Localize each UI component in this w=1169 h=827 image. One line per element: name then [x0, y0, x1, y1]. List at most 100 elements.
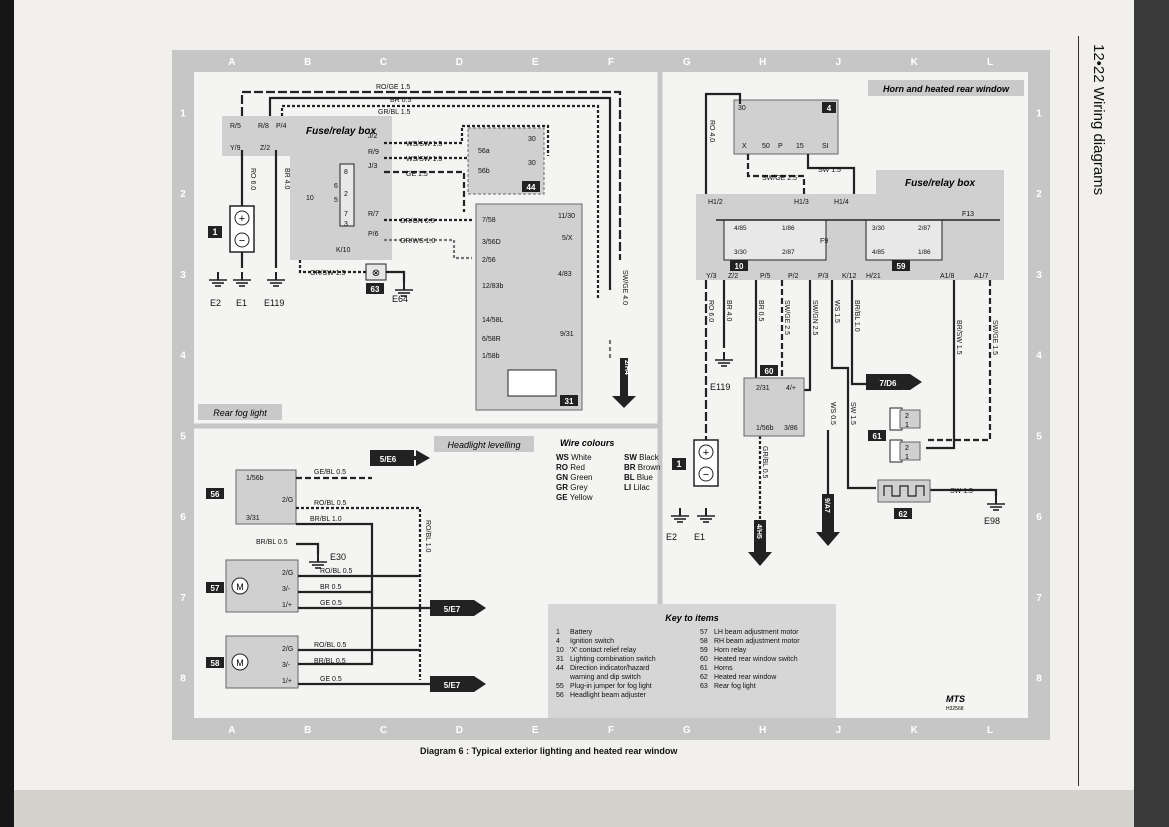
badge-60-box [760, 365, 778, 376]
label-sw-ge-2-5-top: SW/GE 2.5 [762, 175, 797, 182]
grid-row-right-8: 8 [1036, 674, 1042, 685]
sw31-pin-6-58r: 6/58R [482, 336, 501, 343]
ground-icon-e119-r [715, 352, 733, 367]
label-ws-0-5: WS 0.5 [829, 402, 836, 425]
badge-56: 56 [211, 490, 220, 499]
pin-k10: K/10 [336, 247, 351, 254]
wire-sw-1-5-top [806, 154, 856, 194]
sw44-pin-30a: 30 [528, 136, 536, 143]
ref-box-5-e7-a [430, 600, 474, 616]
pin-h1-4: H1/4 [834, 199, 849, 206]
book-spine [0, 0, 14, 827]
ground-labels-left: E2 E1 E119 E64 [210, 294, 408, 308]
pin-a1-7: A1/7 [974, 273, 989, 280]
sw31-pin-4-83: 4/83 [558, 271, 572, 278]
fuse-box-right-title: Fuse/relay box [905, 178, 975, 189]
grid-col-bottom-C: C [380, 725, 387, 736]
switch-31-pins: 7/58 3/56D 2/56 12/83b 14/58L 6/58R 1/58… [482, 213, 575, 360]
pin-j3: J/3 [368, 163, 377, 170]
key-text: Heated rear window switch [714, 656, 798, 663]
ref-5-e7-a: 5/E7 [444, 605, 461, 614]
label-br-bl-0-5: BR/BL 0.5 [256, 539, 288, 546]
ign-pin-p: P [778, 143, 783, 150]
label-ws-sw-a: WS/SW 1.5 [406, 141, 442, 148]
pin-p6: P/6 [368, 231, 379, 238]
grid-col-top-J: J [836, 57, 842, 68]
sw44-pin-30b: 30 [528, 160, 536, 167]
ground-e30: E30 [330, 552, 346, 562]
grid-row-left-2: 2 [180, 189, 186, 200]
key-num-57: 57 [700, 629, 708, 636]
grid-row-right-5: 5 [1036, 431, 1042, 442]
relay-pin-10: 10 [306, 195, 314, 202]
grid-col-top-H: H [759, 57, 766, 68]
grid-col-top-K: K [911, 57, 919, 68]
key-num-55: 55 [556, 683, 564, 690]
rear-fog-title: Rear fog light [213, 408, 267, 418]
ground-icon-e1-r [697, 508, 715, 523]
ground-e98: E98 [984, 516, 1000, 526]
wire-ws-1-5 [830, 280, 876, 490]
fuse-right-pins: H1/2 H1/3 H1/4 F13 F9 Y/3 Z/2 P/5 P/2 P/… [706, 199, 989, 280]
badge-59-box [892, 260, 910, 271]
key-num-59: 59 [700, 647, 708, 654]
motor-57-icon [231, 577, 249, 595]
grid-row-left-6: 6 [180, 512, 186, 523]
key-text: Lighting combination switch [570, 656, 656, 663]
label-ro-bl-0-5: RO/BL 0.5 [314, 500, 347, 507]
badge-57: 57 [211, 584, 220, 593]
pin-r8: R/8 [258, 123, 269, 130]
headlight-wires [296, 476, 430, 686]
label-ro-bl-0-5-58: RO/BL 0.5 [314, 642, 347, 649]
grid-row-right-7: 7 [1036, 593, 1042, 604]
fuse-box-left-title: Fuse/relay box [306, 126, 376, 137]
sw31-pin-3-56d: 3/56D [482, 239, 501, 246]
heating-element-icon [883, 485, 925, 497]
sw31-pin-7-58: 7/58 [482, 217, 496, 224]
pin-f13: F13 [962, 211, 974, 218]
horn-pin-2a: 2 [905, 413, 909, 420]
grid-col-bottom-E: E [532, 725, 539, 736]
diagram-caption: Diagram 6 : Typical exterior lighting an… [420, 746, 678, 756]
grid-row-left-5: 5 [180, 431, 186, 442]
horns-61: 2 1 2 1 61 [868, 407, 921, 463]
ground-e2: E2 [210, 298, 221, 308]
label-ge-0-5-58: GE 0.5 [320, 676, 342, 683]
grid-col-bottom-K: K [911, 725, 919, 736]
label-sw-ge-1-5-r: SW/GE 1.5 [991, 320, 998, 355]
badge-57-box [206, 582, 224, 593]
horn-panel-title-box [868, 80, 1024, 96]
ground-icon-e98 [987, 496, 1005, 511]
badge-60: 60 [765, 367, 774, 376]
badge-61: 61 [873, 432, 882, 441]
relay-59 [865, 219, 943, 261]
key-num-63: 63 [700, 683, 708, 690]
wire-gr-bl-1-5 [280, 104, 600, 300]
key-text: Direction indicator/hazard [570, 665, 649, 672]
ign-pin-30: 30 [738, 105, 746, 112]
grid-row-left-1: 1 [180, 108, 186, 119]
label-gr-ws-1-0: GR/WS 1.0 [400, 238, 436, 245]
pin-h1-3: H1/3 [794, 199, 809, 206]
wire-ro-ge-1-5 [240, 90, 622, 260]
wire-colour-li: LI Lilac [624, 483, 650, 492]
wire-colour-bl: BL Blue [624, 473, 653, 482]
label-ro-ge-1-5: RO/GE 1.5 [376, 84, 410, 91]
horn-pin-2b: 2 [905, 445, 909, 452]
battery-left-plus-sign: + [239, 213, 245, 225]
grid-row-right-1: 1 [1036, 108, 1042, 119]
key-text: 'X' contact relief relay [570, 647, 637, 654]
fuse-box-right-header [876, 170, 1004, 196]
badge-1-right: 1 [676, 459, 681, 469]
ref-arrowhead-7-d6 [910, 374, 922, 390]
wire-sw-1-5-e98 [930, 488, 998, 496]
grid-col-bottom-H: H [759, 725, 766, 736]
ground-e119-r: E119 [710, 382, 730, 392]
sw60-pin-3-86: 3/86 [784, 425, 798, 432]
page-edge [1134, 0, 1169, 827]
ground-e64: E64 [392, 294, 408, 304]
key-text: Horns [714, 665, 733, 672]
